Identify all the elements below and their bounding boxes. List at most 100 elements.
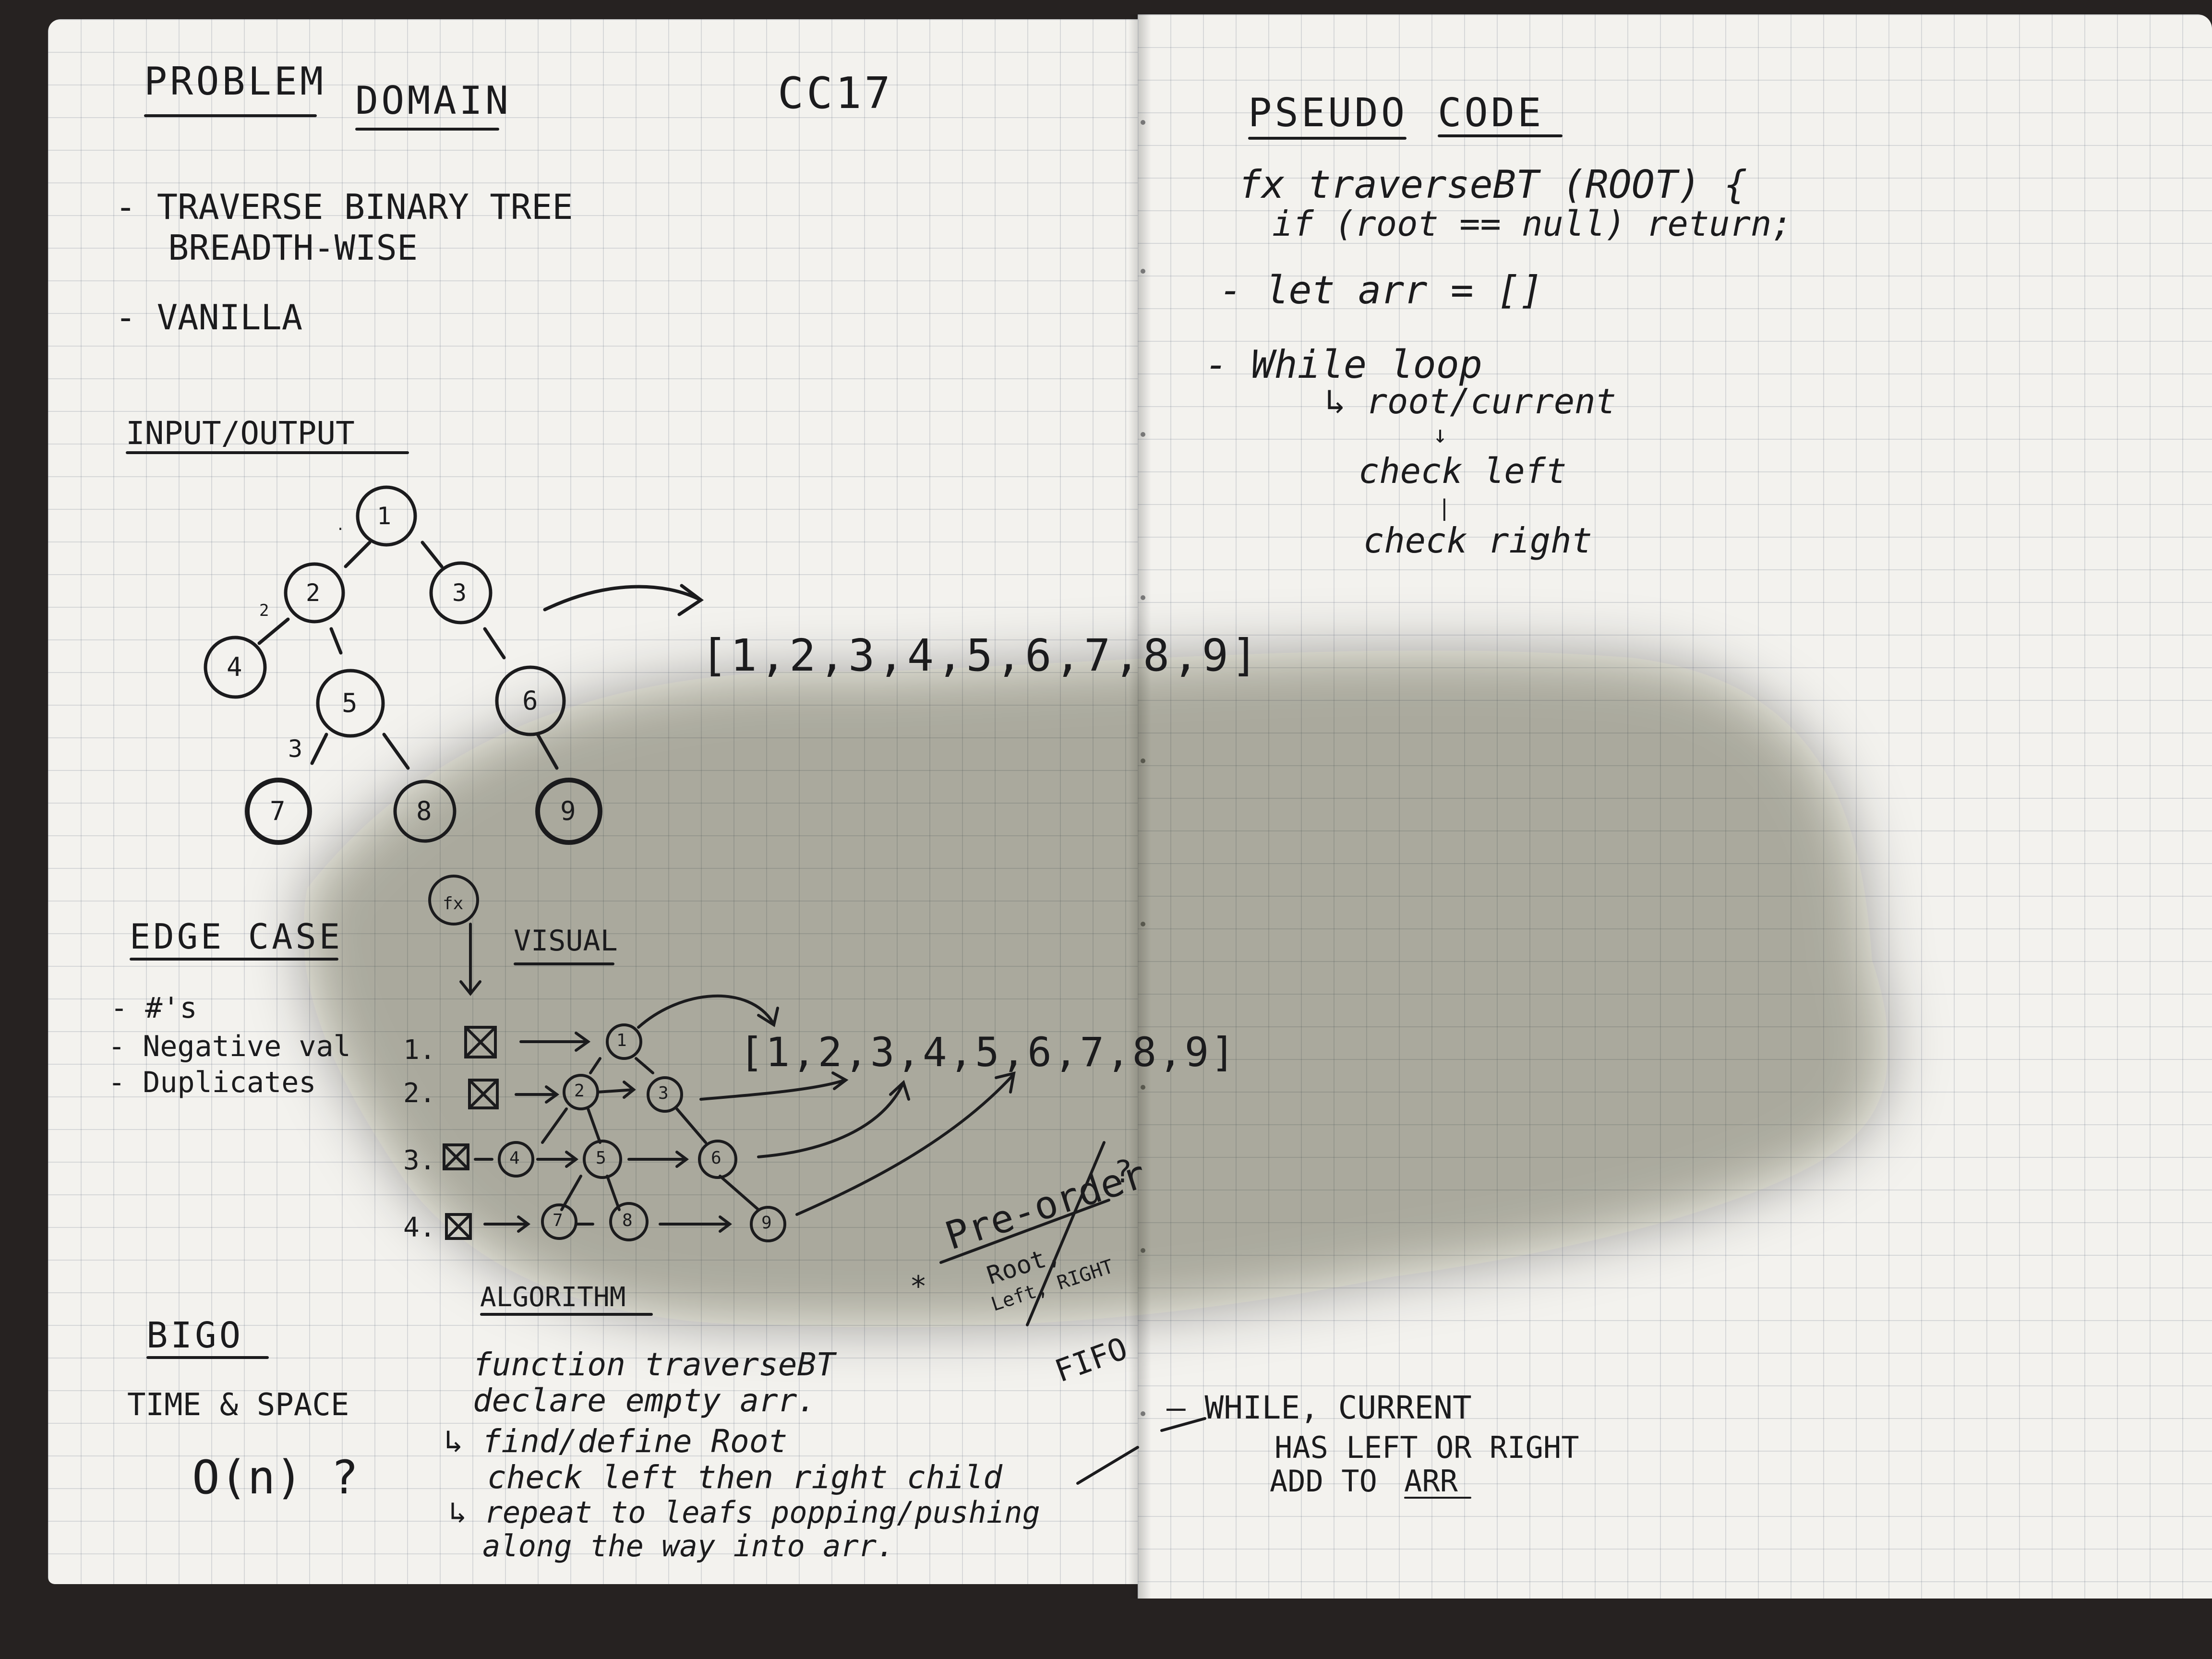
challenge-code: CC17 <box>778 68 893 119</box>
tree-node-6 <box>495 665 566 736</box>
visual-node-3 <box>647 1076 683 1113</box>
pseudo-line: if (root == null) return; <box>1272 204 1792 244</box>
visual-row-label: 2. <box>403 1078 436 1109</box>
tree-node-8-label: 8 <box>416 796 432 826</box>
visual-node-7 <box>541 1203 577 1240</box>
pseudo-line: check right <box>1363 520 1592 561</box>
tree-node-7 <box>245 778 312 845</box>
tree-node-8 <box>393 780 457 843</box>
tree-node-2 <box>284 562 345 624</box>
queue-box <box>445 1213 472 1240</box>
heading-underline <box>130 958 338 961</box>
tree-node-2-label: 2 <box>306 579 321 607</box>
problem-bullet-1: - TRAVERSE BINARY TREE <box>115 187 573 227</box>
visual-node-6-label: 6 <box>711 1148 721 1168</box>
star-mark: * <box>910 1270 927 1303</box>
tree-edge <box>536 733 559 770</box>
visual-node-3-label: 3 <box>658 1083 669 1103</box>
queue-box <box>468 1079 499 1109</box>
pseudo-line: check left <box>1358 451 1567 491</box>
visual-node-5-label: 5 <box>596 1148 606 1168</box>
complexity-value: O(n) ? <box>192 1451 359 1504</box>
visual-curve-arrow <box>637 994 774 1029</box>
tree-edge-mark: 3 <box>288 735 303 763</box>
pseudo-arrow: ↓ <box>1433 421 1448 448</box>
visual-node-8-label: 8 <box>622 1211 633 1230</box>
time-space-label: TIME & SPACE <box>127 1387 349 1423</box>
pseudo-line: - While loop <box>1205 342 1482 387</box>
output-array: [1,2,3,4,5,6,7,8,9] <box>701 630 1261 681</box>
pseudo-line: ↳ root/current <box>1325 381 1616 421</box>
algorithm-line: declare empty arr. <box>473 1382 817 1419</box>
tree-edge <box>382 733 410 770</box>
tree-node-6-label: 6 <box>522 685 538 716</box>
tree-edge <box>310 733 328 765</box>
spine-stitch <box>1141 595 1145 600</box>
algorithm-line: ↳ find/define Root <box>444 1423 788 1460</box>
tree-node-9-label: 9 <box>560 796 576 826</box>
edge-case-item: - #'s <box>110 991 197 1025</box>
heading-underline <box>1438 134 1563 137</box>
tree-node-9 <box>535 778 602 845</box>
pseudo-heading: PSEUDO <box>1248 90 1408 136</box>
tree-edge-mark: 2 <box>259 601 269 620</box>
pseudo-line: - let arr = [] <box>1219 268 1543 313</box>
while-note: — WHILE, CURRENT <box>1166 1389 1472 1426</box>
visual-node-1-label: 1 <box>616 1031 627 1050</box>
visual-node-6 <box>698 1140 737 1179</box>
edge-case-item: - Duplicates <box>108 1066 316 1099</box>
visual-row-label: 4. <box>403 1212 436 1243</box>
queue-box <box>464 1026 497 1058</box>
tree-edge <box>483 627 506 660</box>
spine-stitch <box>1141 120 1145 125</box>
heading-underline <box>514 962 614 965</box>
tree-node-1-label: 1 <box>377 502 392 530</box>
while-note: ARR <box>1404 1464 1458 1499</box>
visual-node-8 <box>609 1202 649 1241</box>
pseudo-connector: | <box>1438 495 1451 521</box>
while-note: HAS LEFT OR RIGHT <box>1274 1430 1579 1465</box>
spine-stitch <box>1141 1411 1145 1416</box>
tree-node-3-label: 3 <box>452 579 467 607</box>
visual-curve-arrow <box>699 1079 846 1101</box>
heading-underline <box>480 1313 653 1316</box>
tree-edge <box>344 541 372 568</box>
strike-line <box>1026 1141 1106 1326</box>
question-mark: ? <box>1114 1154 1132 1190</box>
code-heading: CODE <box>1438 90 1544 136</box>
visual-node-1 <box>606 1023 642 1060</box>
tree-node-4-label: 4 <box>227 652 242 682</box>
tree-node-4 <box>204 636 267 699</box>
visual-curve-arrow <box>795 1074 1014 1216</box>
visual-heading: VISUAL <box>514 924 618 958</box>
spine-stitch <box>1141 432 1145 437</box>
visual-node-5 <box>583 1140 622 1179</box>
problem-bullet-1-continued: BREADTH-WISE <box>168 228 418 268</box>
heading-underline <box>146 1356 269 1359</box>
visual-output-array: [1,2,3,4,5,6,7,8,9] <box>739 1029 1237 1076</box>
heading-underline <box>144 114 317 117</box>
pseudo-line: fx traverseBT (ROOT) { <box>1238 162 1747 207</box>
tree-edge <box>257 617 290 645</box>
heading-underline <box>126 451 409 454</box>
queue-box <box>443 1143 469 1170</box>
visual-node-2 <box>563 1074 599 1110</box>
problem-bullet-2: - VANILLA <box>115 297 303 337</box>
fx-bubble-label: fx <box>443 894 464 914</box>
fx-bubble <box>428 875 479 926</box>
visual-node-9-label: 9 <box>761 1213 772 1233</box>
tree-edge <box>329 627 343 655</box>
visual-row-label: 3. <box>403 1145 436 1176</box>
tree-node-7-label: 7 <box>270 796 286 826</box>
strike-line <box>939 1199 1110 1264</box>
while-note: ADD TO <box>1270 1464 1377 1499</box>
heading-underline <box>355 128 499 131</box>
tree-node-5-label: 5 <box>342 688 358 718</box>
visual-node-4 <box>498 1141 534 1178</box>
visual-curve-arrow <box>757 1083 904 1158</box>
problem-heading: PROBLEM <box>144 59 326 104</box>
algorithm-heading: ALGORITHM <box>480 1282 626 1313</box>
big-o-heading: BIGO <box>146 1315 244 1356</box>
